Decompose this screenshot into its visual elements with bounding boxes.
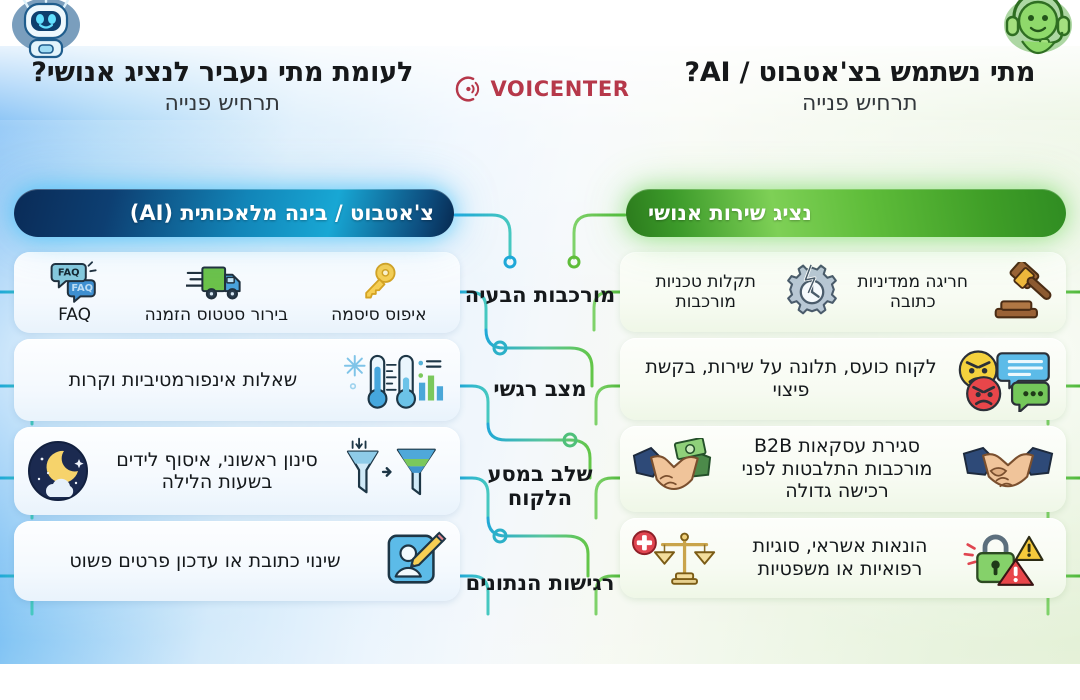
criteria-label-3: שלב במסע הלקוח bbox=[487, 462, 593, 510]
human-card-text-4: הונאות אשראי, סוגיות רפואיות או משפטיות bbox=[752, 535, 928, 580]
human-card-row-2[interactable]: לקוח כועס, תלונה על שירות, בקשת פיצוי bbox=[620, 338, 1066, 420]
broken-gear-icon bbox=[787, 264, 838, 315]
handshake-money-icon bbox=[632, 438, 712, 491]
human-item-label-1: חריגה ממדיניות כתובה bbox=[857, 271, 969, 312]
funnel-filter-icon bbox=[346, 438, 436, 496]
svg-text:FAQ: FAQ bbox=[71, 283, 93, 294]
gavel-icon bbox=[994, 262, 1052, 319]
voicenter-broadcast-icon bbox=[456, 76, 480, 102]
ai-card-row-4[interactable]: שינוי כתובת או עדכון פרטים פשוט bbox=[14, 521, 460, 602]
padlock-alert-icon bbox=[963, 534, 1044, 586]
robot-avatar-icon bbox=[12, 0, 80, 59]
header: לעומת מתי נעביר לנציג אנושי? תרחיש פנייה… bbox=[0, 52, 1080, 147]
human-item-technical-issues: תקלות טכניות מורכבות bbox=[632, 263, 841, 321]
edit-profile-icon bbox=[387, 531, 447, 584]
right-page-subtitle: תרחיש פנייה bbox=[802, 91, 918, 117]
angry-face-icon bbox=[958, 350, 1050, 412]
criteria-label-2: מצב רגשי bbox=[493, 377, 587, 402]
human-card-row-1[interactable]: חריגה ממדיניות כתובה תקלות טכניות מורכבו… bbox=[620, 252, 1066, 332]
ai-column-label: צ'אטבוט / בינה מלאכותית (AI) bbox=[129, 201, 434, 225]
left-page-title: לעומת מתי נעביר לנציג אנושי? bbox=[31, 57, 414, 88]
human-card-text-2: לקוח כועס, תלונה על שירות, בקשת פיצוי bbox=[645, 356, 937, 401]
ai-card-text-3: סינון ראשוני, איסוף לידים בשעות הלילה bbox=[116, 448, 318, 494]
handshake-icon bbox=[962, 446, 1054, 488]
ai-item-password-reset: איפוס סיסמה bbox=[331, 260, 426, 325]
right-title-block: מתי נשתמש בצ'אטבוט / AI? תרחיש פנייה bbox=[646, 52, 1074, 116]
human-column-label: נציג שירות אנושי bbox=[648, 201, 812, 225]
human-card-text-3: סגירת עסקאות B2B מורכבות התלבטות לפני רכ… bbox=[741, 434, 933, 503]
faq-speech-bubbles-icon: FAQ FAQ bbox=[50, 261, 97, 303]
delivery-truck-icon bbox=[186, 266, 241, 300]
justice-scales-icon bbox=[632, 530, 716, 585]
bar-chart-icon bbox=[418, 360, 444, 401]
ai-card-text-4: שינוי כתובת או עדכון פרטים פשוט bbox=[69, 549, 341, 572]
ai-item-label-3: FAQ bbox=[58, 305, 92, 325]
background-bottom-margin bbox=[0, 664, 1080, 700]
cold-thermometer-icon bbox=[343, 355, 444, 410]
left-title-block: לעומת מתי נעביר לנציג אנושי? תרחיש פנייה bbox=[8, 52, 436, 116]
ai-item-label-1: איפוס סיסמה bbox=[331, 305, 427, 325]
human-item-policy-exception: חריגה ממדיניות כתובה bbox=[841, 262, 1054, 322]
ai-card-row-3[interactable]: סינון ראשוני, איסוף לידים בשעות הלילה bbox=[14, 427, 460, 516]
svg-text:FAQ: FAQ bbox=[57, 268, 79, 279]
human-column-header[interactable]: נציג שירות אנושי bbox=[626, 189, 1066, 237]
ai-item-label-2: בירור סטטוס הזמנה bbox=[144, 305, 289, 325]
ai-cards-column: איפוס סיסמה בירור ס bbox=[14, 252, 460, 607]
headset-agent-avatar-icon bbox=[1004, 0, 1072, 55]
criteria-label-1: מורכבות הבעיה bbox=[464, 283, 616, 308]
human-card-row-4[interactable]: הונאות אשראי, סוגיות רפואיות או משפטיות bbox=[620, 518, 1066, 598]
ai-card-row-2[interactable]: שאלות אינפורמטיביות וקרות bbox=[14, 339, 460, 422]
brand-name: VOICENTER bbox=[490, 77, 630, 101]
human-item-label-2: תקלות טכניות מורכבות bbox=[655, 271, 756, 312]
ai-column-header[interactable]: צ'אטבוט / בינה מלאכותית (AI) bbox=[14, 189, 454, 237]
criteria-column: מורכבות הבעיה מצב רגשי שלב במסע הלקוח רג… bbox=[462, 252, 618, 634]
night-moon-icon bbox=[28, 441, 88, 502]
ai-item-order-status: בירור סטטוס הזמנה bbox=[145, 260, 288, 325]
ai-card-row-1[interactable]: איפוס סיסמה בירור ס bbox=[14, 252, 460, 334]
ai-item-faq: FAQ FAQ FAQ bbox=[48, 260, 102, 325]
key-icon bbox=[365, 262, 396, 299]
criteria-label-4: רגישות הנתונים bbox=[465, 571, 615, 596]
brand-logo: VOICENTER bbox=[436, 52, 645, 104]
chat-bubbles-icon bbox=[996, 352, 1050, 412]
human-cards-column: חריגה ממדיניות כתובה תקלות טכניות מורכבו… bbox=[620, 252, 1066, 604]
left-page-subtitle: תרחיש פנייה bbox=[164, 91, 280, 117]
ai-card-text-2: שאלות אינפורמטיביות וקרות bbox=[68, 368, 298, 391]
human-card-row-3[interactable]: סגירת עסקאות B2B מורכבות התלבטות לפני רכ… bbox=[620, 426, 1066, 512]
background-top-margin bbox=[0, 0, 1080, 46]
snowflake-icon bbox=[343, 355, 366, 377]
right-page-title: מתי נשתמש בצ'אטבוט / AI? bbox=[684, 57, 1036, 88]
